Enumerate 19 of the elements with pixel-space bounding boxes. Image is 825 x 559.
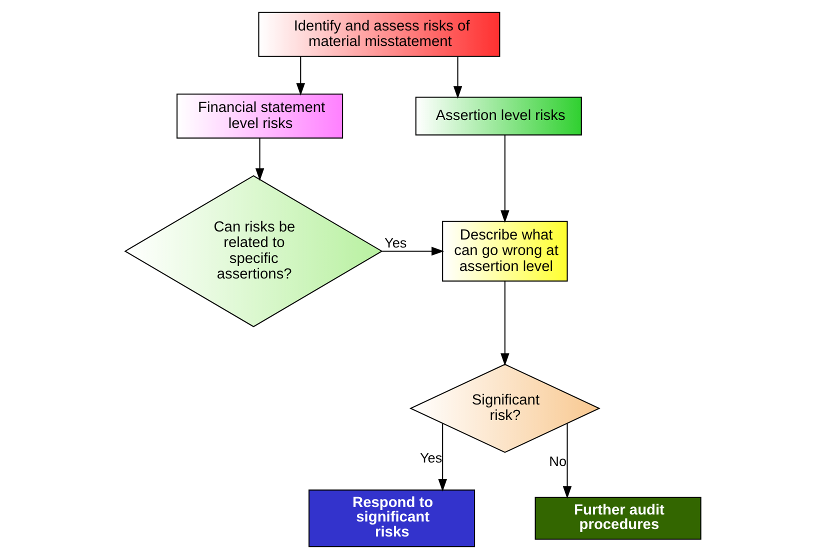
edge-label: Yes [384, 235, 406, 250]
arrow [500, 135, 509, 223]
node-diamond: Significant risk? [408, 364, 600, 453]
node-diamond: Can risks be related to specific assertions? [124, 175, 382, 328]
arrow [438, 424, 446, 492]
arrow [254, 138, 264, 181]
node-box: Financial statement level risks [176, 94, 343, 139]
node-box: Describe what can go wrong at assertion level [442, 220, 568, 282]
edge-label: Yes [419, 450, 442, 466]
node-box: Further audit procedures [534, 496, 701, 540]
arrow [296, 56, 305, 96]
node-box: Identify and assess risks of material misstatement [258, 12, 500, 57]
node-box: Assertion level risks [414, 96, 582, 136]
arrow [452, 56, 462, 99]
arrow [382, 246, 444, 256]
arrow [562, 424, 572, 499]
arrow [500, 281, 509, 366]
node-box: Respond to significant risks [308, 490, 475, 548]
edge-label: No [548, 454, 566, 470]
